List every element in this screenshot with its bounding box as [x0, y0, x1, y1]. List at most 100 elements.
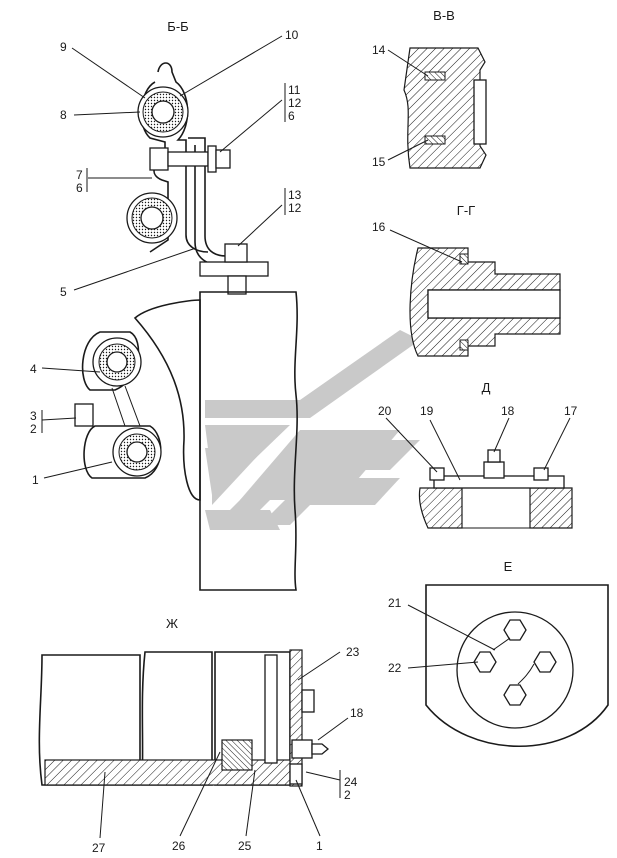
leader-4 — [41, 367, 101, 373]
d-fitting — [487, 449, 501, 463]
vv-lower-seal — [424, 135, 446, 145]
callout-1-zh: 1 — [316, 839, 323, 853]
leader-22 — [407, 661, 479, 669]
clamp-lower-block — [83, 425, 162, 479]
leader-24 — [305, 771, 341, 781]
leader-20 — [385, 417, 438, 473]
callout-23: 23 — [346, 645, 360, 659]
section-vv-title: В-В — [433, 8, 455, 23]
e-cover-circle — [456, 611, 574, 729]
leader-13 — [237, 204, 283, 247]
leader-1 — [43, 461, 113, 479]
watermark-logo — [205, 330, 420, 530]
leader-14 — [387, 49, 429, 77]
callout-11: 11 — [288, 83, 301, 97]
leader-21 — [407, 604, 496, 651]
callout-22: 22 — [388, 661, 402, 675]
d-left-flange — [418, 487, 463, 529]
callout-24: 24 — [344, 775, 358, 789]
leader-10 — [179, 35, 283, 97]
callout-14: 14 — [372, 43, 386, 57]
leader-15 — [387, 139, 429, 161]
callout-20: 20 — [378, 404, 392, 418]
view-zh: Ж 23 18 24 2 27 26 25 1 — [38, 616, 364, 855]
leader-5 — [73, 247, 197, 291]
zh-bolt-lower — [289, 763, 303, 785]
clamp-pipe-upper-bore — [106, 351, 128, 373]
gg-hatched-fitting — [409, 247, 561, 357]
section-gg: Г-Г 16 — [372, 203, 561, 357]
zh-base-strip — [44, 759, 296, 786]
washer — [207, 145, 217, 173]
callout-19: 19 — [420, 404, 434, 418]
clamp-plate — [133, 299, 201, 501]
leader-23 — [297, 651, 341, 681]
gg-seal-upper — [459, 253, 469, 265]
d-bolt-right — [533, 467, 549, 481]
callout-18-zh: 18 — [350, 706, 364, 720]
clamp-bolt — [74, 403, 94, 427]
e-bolt-top — [503, 619, 527, 641]
e-bolt-right — [533, 651, 557, 673]
view-e-title: Е — [504, 559, 513, 574]
d-right-flange — [529, 487, 573, 529]
clamp-pipe-lower-bore — [126, 441, 148, 463]
callout-16: 16 — [372, 220, 386, 234]
leader-17 — [543, 417, 571, 471]
callout-2: 2 — [30, 422, 37, 436]
clamp-link — [111, 385, 141, 427]
callout-27: 27 — [92, 841, 106, 855]
mounting-plate — [199, 261, 269, 277]
callout-21: 21 — [388, 596, 402, 610]
view-d-title: Д — [482, 380, 491, 395]
callout-10: 10 — [285, 28, 299, 42]
callout-17: 17 — [564, 404, 578, 418]
callout-1: 1 — [32, 473, 39, 487]
leader-19 — [429, 419, 461, 481]
d-fitting-base — [483, 461, 505, 479]
callout-5: 5 — [60, 285, 67, 299]
leader-9 — [71, 47, 146, 99]
callout-2-zh: 2 — [344, 788, 351, 802]
zh-fitting-tip — [311, 743, 330, 755]
callout-7: 7 — [76, 168, 83, 182]
leader-16 — [389, 229, 463, 263]
top-bolt-head — [224, 243, 248, 263]
leader-11 — [219, 99, 283, 153]
section-bb: Б-Б 9 — [60, 19, 302, 591]
bolt-head — [149, 147, 169, 171]
leader-26 — [179, 751, 221, 837]
callout-9: 9 — [60, 40, 67, 54]
callout-18-d: 18 — [501, 404, 515, 418]
callout-6-lower: 6 — [76, 181, 83, 195]
housing-body — [199, 291, 298, 591]
zh-block — [221, 739, 253, 771]
clamp-upper-block — [81, 331, 140, 391]
leader-3 — [41, 417, 77, 421]
gg-bore — [427, 289, 561, 319]
nut — [215, 149, 231, 169]
callout-12: 12 — [288, 96, 302, 110]
view-zh-title: Ж — [166, 616, 178, 631]
callout-4: 4 — [30, 362, 37, 376]
e-bolt-bottom — [503, 684, 527, 706]
leader-8 — [73, 111, 141, 116]
callout-6: 6 — [288, 109, 295, 123]
vv-upper-seal — [424, 71, 446, 81]
callout-8: 8 — [60, 108, 67, 122]
bracket — [188, 137, 227, 257]
callout-25: 25 — [238, 839, 252, 853]
e-lock-wire — [492, 637, 535, 685]
leader-27 — [99, 771, 106, 839]
upper-pipe-bore — [151, 100, 175, 124]
gg-seal-lower — [459, 339, 469, 351]
callout-3: 3 — [30, 409, 37, 423]
callout-13: 13 — [288, 188, 302, 202]
view-d: Д 20 19 18 17 — [378, 380, 578, 529]
section-bb-title: Б-Б — [167, 19, 188, 34]
leader-25 — [245, 769, 256, 837]
lower-pipe-bore — [140, 206, 164, 230]
view-e: Е 21 22 — [388, 559, 609, 748]
